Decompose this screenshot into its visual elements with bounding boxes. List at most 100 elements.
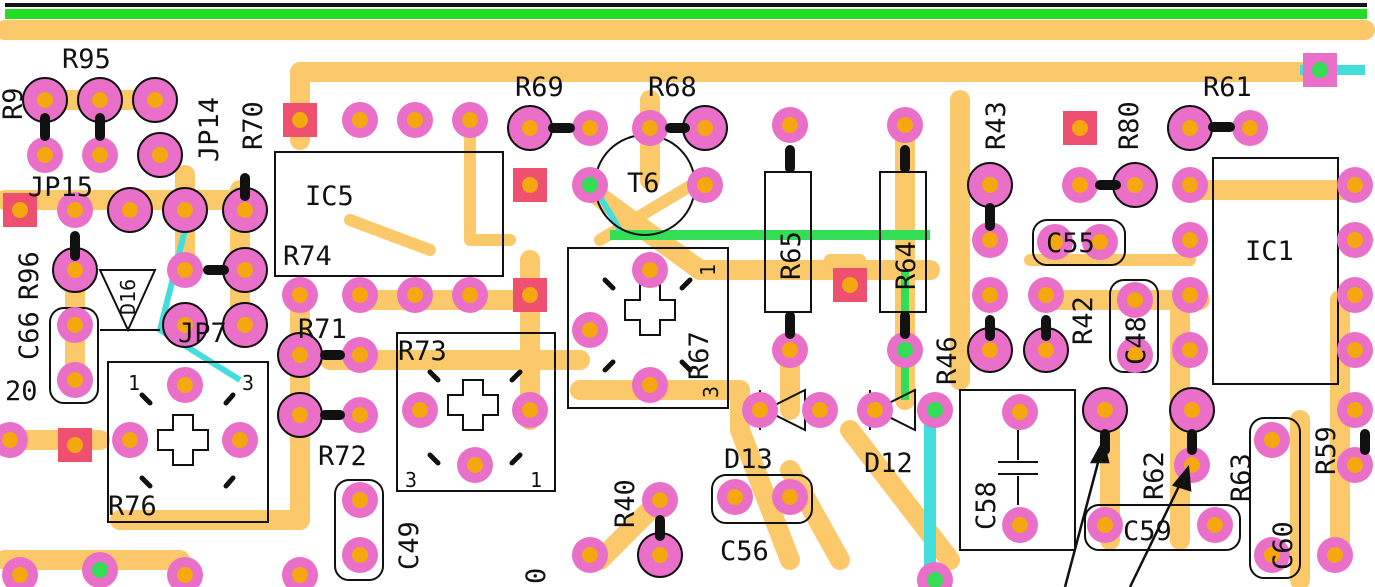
annotation-arrows — [1063, 438, 1192, 587]
label-c66: C66 — [14, 311, 45, 360]
pad — [342, 337, 378, 373]
pad — [282, 277, 318, 313]
pad — [632, 367, 668, 403]
pad — [22, 77, 68, 123]
green-ground-rail — [5, 9, 1367, 19]
label-d16: D16 — [116, 279, 140, 315]
ic5-outline — [274, 151, 504, 277]
top-border-line — [5, 3, 1367, 7]
pad — [277, 332, 323, 378]
pad — [972, 277, 1008, 313]
pad — [58, 428, 92, 462]
r67-adjust-cross — [624, 284, 676, 336]
label-c49: C49 — [394, 521, 425, 570]
ic1-outline — [1212, 157, 1339, 385]
pad — [1028, 277, 1064, 313]
pad — [742, 392, 778, 428]
pad — [2, 557, 38, 587]
pad — [1172, 277, 1208, 313]
pad — [1082, 224, 1118, 260]
pad — [57, 307, 93, 343]
d16-diode-symbol — [98, 269, 160, 333]
label-r96: R96 — [14, 251, 45, 300]
label-r46: R46 — [932, 336, 963, 385]
pad — [1172, 222, 1208, 258]
pad — [887, 332, 923, 368]
pad — [1254, 422, 1290, 458]
net-highlight-traces — [156, 65, 1365, 587]
label-r59: R59 — [1311, 426, 1342, 475]
label-pot-pin-3-r67: 3 — [699, 386, 723, 398]
pad — [57, 362, 93, 398]
pad — [82, 552, 118, 587]
pad — [512, 392, 548, 428]
label-r9x: R9 — [0, 87, 29, 120]
pad — [1254, 537, 1290, 573]
pad — [132, 77, 178, 123]
label-pot-pin-1-r76: 1 — [128, 371, 140, 395]
label-jp14: JP14 — [194, 97, 225, 162]
pad — [282, 557, 318, 587]
pad — [57, 192, 93, 228]
r76-adjust-cross — [157, 414, 209, 466]
pad — [277, 392, 323, 438]
pad — [513, 168, 547, 202]
pad — [1303, 53, 1337, 87]
pad — [167, 557, 203, 587]
pad — [167, 252, 203, 288]
pad — [1337, 167, 1373, 203]
pad — [887, 107, 923, 143]
pad — [572, 312, 608, 348]
pad — [342, 397, 378, 433]
pad — [222, 187, 268, 233]
pad — [397, 277, 433, 313]
label-r71: R71 — [298, 314, 347, 345]
r73-trimpot-outline — [396, 332, 556, 492]
pad — [1232, 110, 1268, 146]
pad — [632, 252, 668, 288]
label-d13: D13 — [724, 444, 773, 475]
label-r69: R69 — [515, 72, 564, 103]
c49-outline — [334, 479, 384, 581]
r73-adjust-cross — [447, 379, 499, 431]
c55-outline — [1032, 219, 1126, 266]
label-r68: R68 — [648, 72, 697, 103]
pad — [283, 103, 317, 137]
label-r40: R40 — [610, 479, 641, 528]
label-r61: R61 — [1203, 72, 1252, 103]
pad — [397, 102, 433, 138]
pad — [342, 102, 378, 138]
pad — [1172, 167, 1208, 203]
pad — [642, 482, 678, 518]
pad — [452, 277, 488, 313]
pad — [1087, 507, 1123, 543]
label-jp7: JP7 — [178, 318, 227, 349]
label-r95: R95 — [62, 44, 111, 75]
pad — [1002, 394, 1038, 430]
c59-outline — [1084, 504, 1241, 551]
pad — [572, 167, 608, 203]
pad — [772, 332, 808, 368]
label-c48: C48 — [1121, 316, 1152, 365]
pad — [1337, 332, 1373, 368]
pad — [717, 479, 753, 515]
label-pot-pin-3-r73: 3 — [405, 468, 417, 492]
pads — [0, 53, 1373, 587]
pad — [222, 422, 258, 458]
c58-outline — [959, 389, 1076, 551]
label-ic1: IC1 — [1245, 236, 1294, 267]
label-c59: C59 — [1123, 516, 1172, 547]
pad — [972, 222, 1008, 258]
label-r63: R63 — [1226, 453, 1257, 502]
label-r42: R42 — [1068, 296, 1099, 345]
jumper-links — [40, 113, 1370, 541]
silkscreen-labels: R95 R9 JP14 R70 JP15 R96 D16 JP7 C66 20 … — [0, 44, 1342, 584]
label-c56: C56 — [720, 536, 769, 567]
pad — [917, 562, 953, 587]
label-r73: R73 — [398, 336, 447, 367]
pot-dots — [139, 277, 693, 489]
pad — [0, 422, 28, 458]
r67-trimpot-outline — [567, 247, 729, 409]
label-ic5: IC5 — [305, 181, 354, 212]
